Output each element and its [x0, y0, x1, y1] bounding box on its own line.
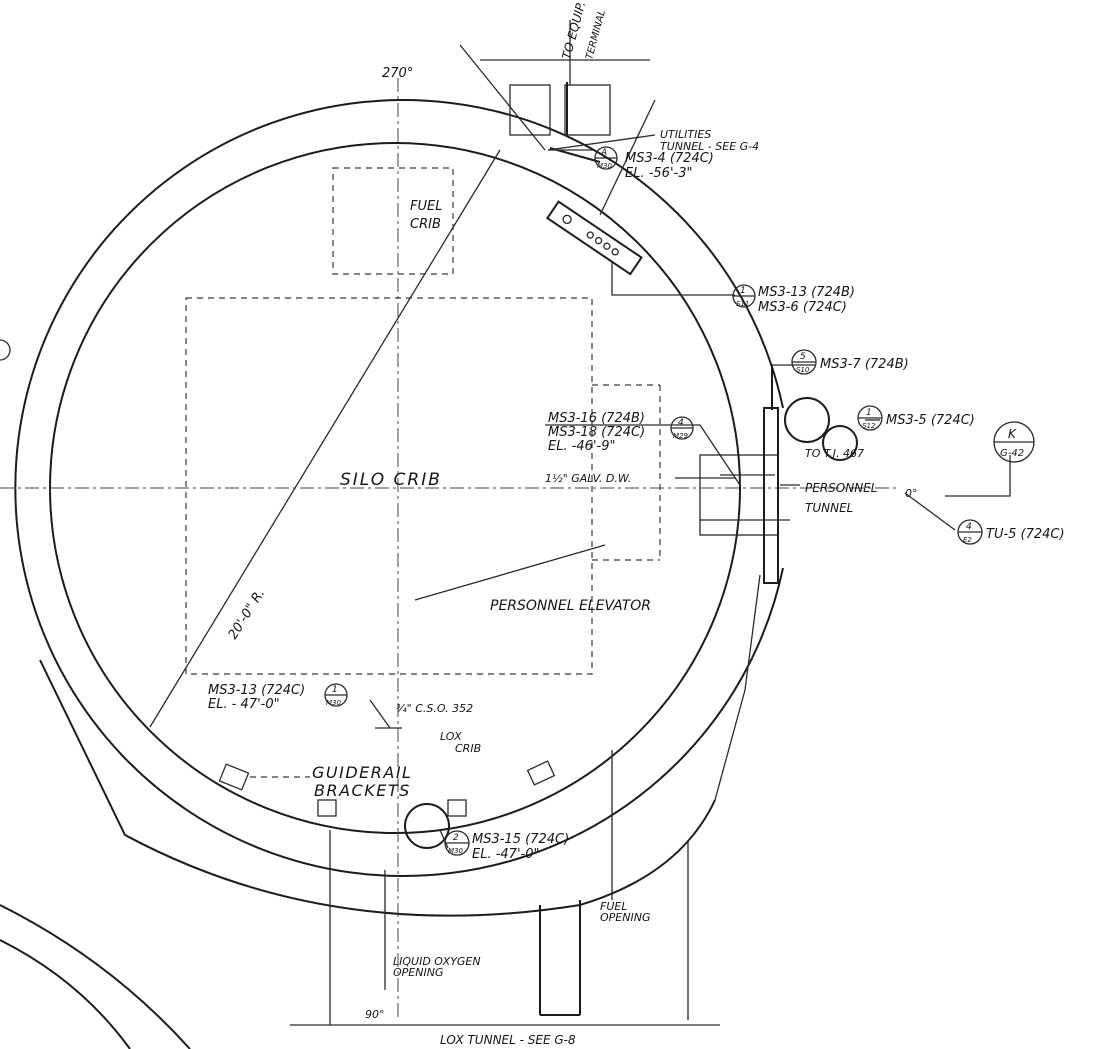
edge-circle-left: [0, 339, 11, 361]
label-crib: CRIB: [410, 217, 441, 232]
lower-right-edge: [714, 574, 761, 801]
radius-line: [149, 149, 501, 728]
leader-lines: [369, 134, 1011, 849]
guiderail-bracket-center-right: [447, 799, 467, 817]
pipe-circle-small: [822, 425, 858, 461]
label-to-tj: TO T.J. 467: [805, 447, 864, 460]
lox-crib-circle: [404, 803, 450, 849]
label-personnel-elevator: PERSONNEL ELEVATOR: [490, 598, 651, 614]
label-personnel: PERSONNEL: [805, 481, 877, 495]
openings: [290, 750, 720, 1026]
label-angle-0: 0°: [905, 487, 918, 500]
label-galv-dw: 1½" GALV. D.W.: [545, 472, 631, 485]
outer-silo-wall: [14, 99, 784, 877]
callout-ms3-18-line2: MS3-18 (724C): [548, 425, 645, 440]
guiderail-bracket-left: [218, 763, 250, 791]
lower-structure-outline: [39, 659, 716, 917]
callout-ms3-13-top: 1: [740, 286, 746, 296]
label-utilities-tunnel: TUNNEL - SEE G-4: [660, 140, 759, 153]
callout-ms3-6-line2: MS3-6 (724C): [758, 300, 847, 315]
callout-ms3-16-line3: EL. -46'-9": [548, 439, 615, 454]
callout-ms3-13c-line1: MS3-13 (724C): [208, 683, 305, 698]
label-guiderail: GUIDERAIL: [312, 763, 412, 782]
callout-tu5-bottom: E2: [963, 536, 972, 544]
callout-ms3-13c-top: 1: [332, 685, 338, 695]
callout-ms3-13-line1: MS3-13 (724B): [758, 285, 855, 300]
callout-labels: A M30 MS3-4 (724C) EL. -56'-3" 1 S11 MS3…: [208, 148, 1065, 862]
callout-ms3-5-top: 1: [866, 408, 872, 418]
callout-ms3-7-top: 5: [800, 352, 806, 362]
label-angle-90: 90°: [365, 1008, 385, 1021]
callout-g42-bottom: G-42: [1000, 448, 1024, 459]
label-tunnel: TUNNEL: [805, 501, 853, 515]
label-lox: LOX: [440, 730, 462, 743]
callout-tu5-top: 4: [966, 522, 972, 532]
callout-ms3-16-bottom: M29: [673, 432, 688, 440]
guiderail-bracket-right: [526, 760, 556, 786]
label-fuel-opening-2: OPENING: [600, 911, 650, 924]
callout-k-top: K: [1008, 427, 1017, 441]
callout-tu5-line1: TU-5 (724C): [986, 527, 1065, 542]
label-radius: 20'-0" R.: [226, 586, 269, 642]
callout-ms3-4-line2: EL. -56'-3": [625, 166, 692, 181]
adjacent-silo-outer: [0, 904, 191, 1049]
geometry: [0, 20, 1035, 1049]
label-brackets: BRACKETS: [314, 781, 411, 800]
callout-ms3-4-bottom: M30: [597, 162, 612, 170]
callout-ms3-16-line1: MS3-16 (724B): [548, 411, 645, 426]
callout-ms3-13c-line2: EL. - 47'-0": [208, 697, 280, 712]
wall-penetration-frame: [546, 200, 643, 276]
callout-ms3-5-line1: MS3-5 (724C): [886, 413, 975, 428]
label-fuel: FUEL: [410, 199, 442, 214]
label-fuel-opening-1: FUEL: [600, 900, 627, 913]
label-cso: ¾" C.S.O. 352: [396, 702, 473, 715]
callout-ms3-15-bottom: M30: [448, 847, 463, 855]
personnel-tunnel: [699, 365, 790, 584]
callout-ms3-4-top: A: [600, 148, 607, 158]
callout-ms3-7-line1: MS3-7 (724B): [820, 357, 909, 372]
pipe-circle-large: [784, 397, 830, 443]
callout-ms3-13-bottom: S11: [736, 300, 749, 308]
label-lox-crib: CRIB: [455, 742, 481, 755]
utilities-tunnel: [459, 20, 656, 216]
callout-ms3-15-line1: MS3-15 (724C): [472, 832, 569, 847]
label-to-equip: TO EQUIP.: [559, 0, 588, 61]
label-lox-tunnel: LOX TUNNEL - SEE G-8: [440, 1033, 576, 1047]
callout-ms3-4-line1: MS3-4 (724C): [625, 151, 714, 166]
label-silo-crib: SILO CRIB: [340, 470, 442, 490]
label-terminal: TERMINAL: [584, 9, 608, 61]
fuel-crib-outline: [332, 167, 454, 275]
callout-ms3-15-line2: EL. -47'-0": [472, 847, 539, 862]
label-lox-opening-2: OPENING: [393, 966, 443, 979]
callout-bubbles: [324, 146, 1035, 856]
callout-ms3-13c-bottom: M30: [326, 699, 341, 707]
callout-ms3-16-top: 4: [678, 418, 684, 428]
label-lox-opening-1: LIQUID OXYGEN: [393, 955, 481, 968]
adjacent-silo-inner: [0, 939, 131, 1049]
callout-ms3-5-bottom: S12: [862, 422, 876, 430]
label-utilities: UTILITIES: [660, 128, 711, 141]
callout-ms3-15-top: 2: [453, 833, 459, 843]
label-angle-270: 270°: [382, 66, 413, 81]
silo-crib-outline: [185, 297, 593, 675]
guiderail-bracket-center-left: [317, 799, 337, 817]
callout-ms3-7-bottom: S10: [796, 366, 810, 374]
